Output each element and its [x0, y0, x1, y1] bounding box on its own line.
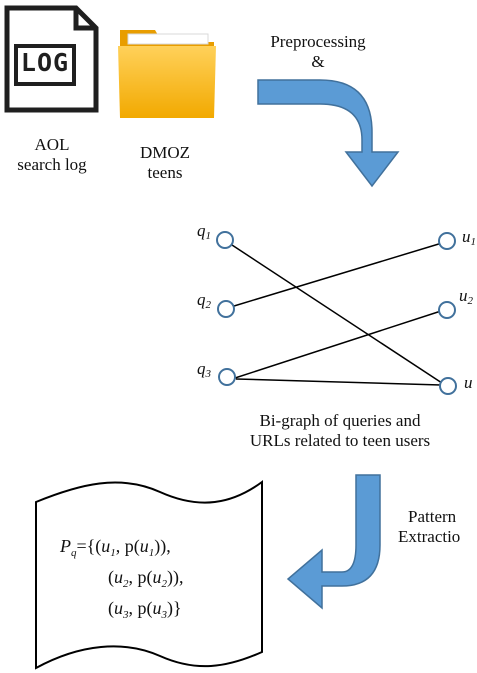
dmoz-label: DMOZ teens [122, 143, 208, 183]
bigraph-edges [231, 242, 446, 386]
pattern-extraction-arrow [286, 474, 381, 610]
aol-label: AOL search log [10, 135, 94, 175]
query-label-q2: q2 [197, 290, 211, 311]
pattern-extraction-label: Pattern Extractio [398, 507, 477, 547]
folder-icon [118, 30, 216, 118]
url-label-u1: u1 [462, 227, 476, 248]
document-shape [35, 480, 263, 670]
bigraph-nodes [216, 231, 457, 395]
query-node-q1 [216, 231, 234, 249]
dmoz-label-line2: teens [147, 163, 183, 183]
query-label-q1: q1 [197, 221, 211, 242]
url-label-u2: u2 [459, 286, 473, 307]
preprocessing-label-line2: & [311, 52, 325, 72]
log-icon-text: LOG [20, 48, 70, 77]
formula-line-2: (u2, p(u2)), [108, 567, 184, 590]
url-node-u2 [438, 301, 456, 319]
preprocessing-label-line1: Preprocessing [270, 32, 366, 51]
formula-line-1: Pq={(u1, p(u1)), [60, 536, 171, 559]
edge-q3-u2 [234, 310, 442, 379]
aol-label-line2: search log [17, 155, 87, 175]
pattern-extraction-label-line1: Pattern [408, 507, 457, 526]
query-label-q3: q3 [197, 359, 211, 380]
log-file-icon [4, 5, 99, 113]
bigraph-caption: Bi-graph of queries and URLs related to … [220, 411, 460, 451]
dmoz-label-line1: DMOZ [139, 143, 191, 162]
edge-q2-u1 [233, 242, 443, 307]
bigraph-caption-line1: Bi-graph of queries and [259, 411, 421, 430]
edge-q3-u3 [235, 378, 442, 386]
url-node-u3 [439, 377, 457, 395]
pattern-extraction-label-line2: Extractio [398, 527, 461, 547]
pattern-formula: Pq={(u1, p(u1)), (u2, p(u2)), (u3, p(u3)… [60, 534, 184, 627]
edge-q1-u3 [231, 244, 446, 386]
formula-line-3: (u3, p(u3)} [108, 598, 182, 621]
aol-label-line1: AOL [34, 135, 70, 154]
preprocessing-arrow [257, 79, 400, 188]
query-node-q3 [218, 368, 236, 386]
url-node-u1 [438, 232, 456, 250]
url-label-u3: u [464, 373, 473, 392]
query-node-q2 [217, 300, 235, 318]
preprocessing-label: Preprocessing & [258, 32, 378, 72]
bigraph-caption-line2: URLs related to teen users [249, 431, 431, 451]
